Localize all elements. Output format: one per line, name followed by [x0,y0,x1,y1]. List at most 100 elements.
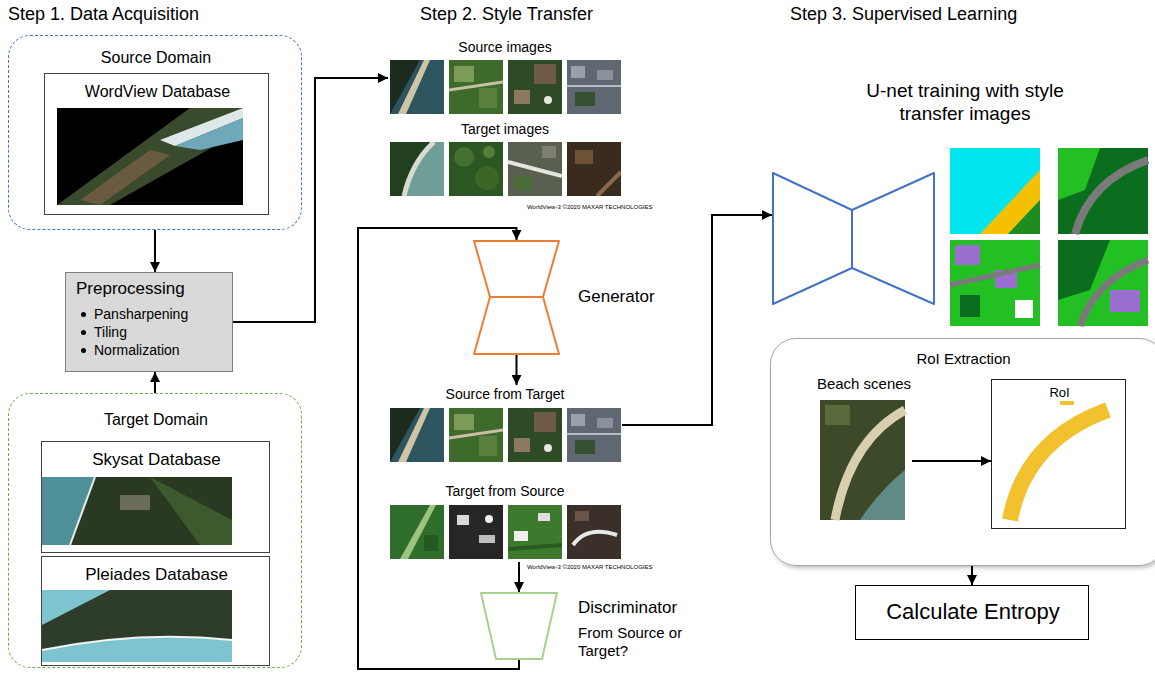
node-title: RoI [992,385,1127,401]
skysat-image [120,495,150,510]
image-thumbnails [567,408,621,462]
image-thumbnails [449,60,503,114]
node-title: WordView Database [45,82,270,101]
node-text: Tiling [94,324,127,341]
segmentation-maps [1008,200,1040,234]
segmentation-maps [1075,160,1148,234]
segmentation-maps [1058,148,1148,234]
node-title: U-net training with style transfer image… [845,80,1085,126]
process-box: PreprocessingPansharpeningTilingNormaliz… [65,272,233,372]
unet-shape-outline [773,173,934,304]
node-title: Target images [388,121,622,138]
discriminator-shape-outline [480,592,558,660]
image-panel: Beach scenes [816,375,912,525]
bullet-dot [81,348,86,353]
image-thumbnails [390,142,444,196]
database-box: WordView Database [44,73,269,215]
database-box: Pleiades Database [41,556,270,666]
unet-shape-outline [772,172,935,305]
image-thumbnails [508,60,562,114]
node-title: Discriminator [578,598,677,618]
image-strip: Source from Target [388,385,622,465]
image-thumbnails [390,60,444,114]
bullet-dot [81,330,86,335]
node-title: Preprocessing [76,279,185,299]
roi-mask [1010,401,1108,520]
unet-shape-outline [851,210,853,268]
pleiades-image [42,637,232,650]
node-title: Calculate Entropy [856,599,1090,625]
image-thumbnails [449,142,503,196]
segmentation-maps [1058,240,1148,326]
segmentation-maps [1015,300,1033,318]
pleiades-image [42,590,232,662]
pleiades-image [42,637,232,662]
node-text: From Source or Target? [578,624,698,660]
image-thumbnails [449,505,503,559]
watermark: WorldView-3 ©2020 MAXAR TECHNOLOGIES [527,564,652,571]
region-box: RoI ExtractionBeach scenesRoI [770,338,1155,566]
domain-group: Target DomainSkysat DatabasePleiades Dat… [8,393,302,668]
generator-shape-outline [490,296,543,298]
arrow-connector [233,78,388,322]
node-title: Generator [578,287,655,307]
skysat-image [70,477,95,545]
step-heading: Step 2. Style Transfer [420,4,593,26]
skysat-image [150,477,232,545]
image-thumbnails [567,505,621,559]
segmentation-maps [950,240,1040,326]
discriminator-shape: DiscriminatorFrom Source or Target? [480,592,558,660]
database-box: Skysat Database [41,441,270,553]
domain-group: Source DomainWordView Database [8,35,302,230]
worldview-image [175,118,243,150]
image-thumbnails [390,408,444,462]
worldview-image [57,108,243,205]
discriminator-shape-outline [481,593,557,659]
step-heading: Step 3. Supervised Learning [790,4,1017,26]
image-thumbnails [390,505,444,559]
generator-shape-outline [474,241,559,354]
pleiades-image [42,590,110,625]
segmentation-maps [1080,260,1148,326]
segmentation-maps [950,265,1040,285]
node-title: Beach scenes [816,375,912,393]
arrow-connector [516,355,518,385]
pleiades-image [42,590,232,662]
process-box: Calculate Entropy [855,585,1089,640]
arrow-connector [518,562,520,592]
bullet-dot [81,312,86,317]
node-title: Source from Target [388,386,622,403]
node-title: Source Domain [9,48,303,67]
image-strip: Source images [388,38,622,118]
segmentation-maps [980,170,1040,234]
image-thumbnails [508,408,562,462]
generator-shape-outline [473,240,560,355]
image-strip: Target from Source [388,482,622,562]
arrow-connector [912,460,991,462]
skysat-image [42,477,95,545]
beach-image [860,470,905,520]
arrow-connector [358,228,519,669]
beach-image [835,410,905,520]
image-thumbnails [508,505,562,559]
node-title: Target Domain [9,410,303,429]
arrow-connector [154,230,156,272]
roi-mask [1010,410,1108,520]
arrow-connector [154,372,156,393]
segmentation-maps [950,148,1040,234]
worldview-image [57,108,243,205]
beach-image [820,400,905,520]
image-thumbnails [449,408,503,462]
image-panel: RoI [991,379,1126,529]
node-title: Source images [388,39,622,56]
segmentation-maps [960,295,980,317]
worldview-image [57,108,243,205]
node-title: Pleiades Database [42,565,271,585]
skysat-image [42,477,232,545]
node-title: RoI Extraction [771,350,1155,368]
segmentation-maps [955,245,980,265]
beach-image [825,405,850,425]
node-title: Target from Source [388,483,622,500]
segmentation-maps [950,148,1148,326]
